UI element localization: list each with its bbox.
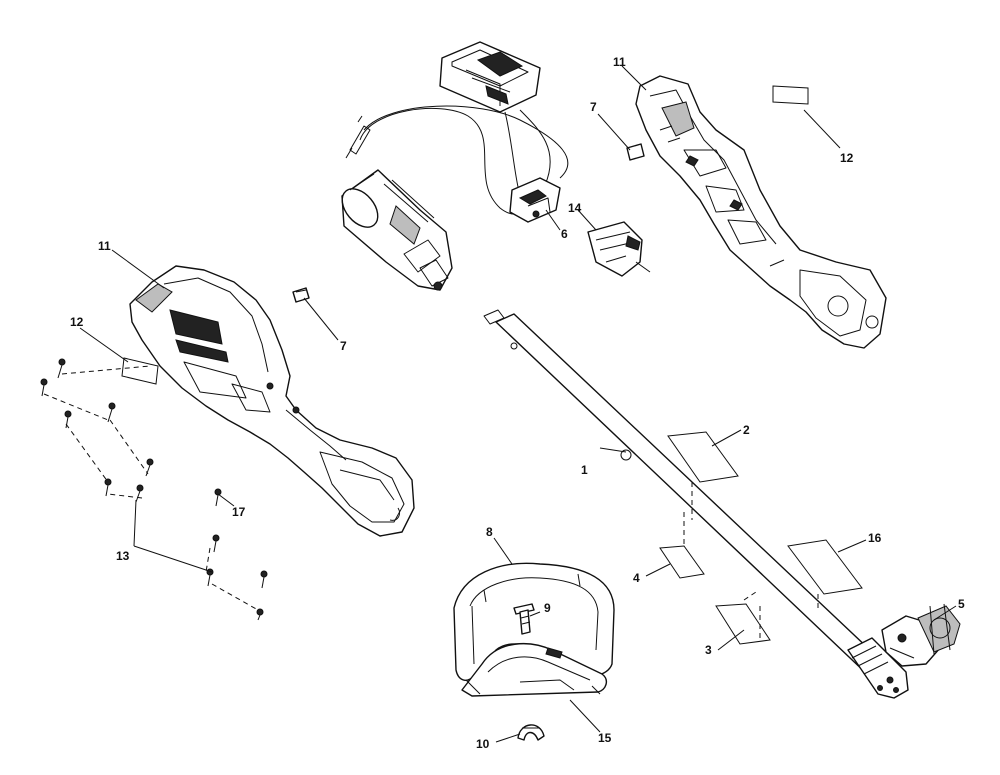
callout-12-right: 12 xyxy=(840,151,854,165)
callout-10: 10 xyxy=(476,737,490,751)
screw-6 xyxy=(104,478,112,497)
screw-7 xyxy=(135,484,144,503)
decal-2 xyxy=(667,431,739,483)
screw-4 xyxy=(64,410,72,429)
bolt xyxy=(513,603,535,635)
battery-terminal-plate xyxy=(439,41,541,113)
guard xyxy=(453,562,615,697)
screws xyxy=(40,358,268,621)
callout-6: 6 xyxy=(561,227,568,241)
decal-left xyxy=(121,357,159,385)
lock-button-middle xyxy=(292,287,310,303)
head-knob-assembly xyxy=(881,603,961,667)
callout-17: 17 xyxy=(232,505,246,519)
callout-12-left: 12 xyxy=(70,315,84,329)
callout-11-right: 11 xyxy=(613,55,626,69)
housing-half-left xyxy=(129,265,415,537)
screw-9 xyxy=(212,534,220,553)
screw-1 xyxy=(57,358,66,379)
callout-16: 16 xyxy=(868,531,882,545)
trigger-switch xyxy=(509,177,561,223)
leader-lines xyxy=(79,65,957,743)
decal-3 xyxy=(715,603,771,645)
housing-half-right xyxy=(635,75,887,349)
callout-2: 2 xyxy=(743,423,750,437)
callout-1: 1 xyxy=(581,463,588,477)
screw-2 xyxy=(40,378,48,397)
lock-button-top xyxy=(626,143,645,161)
callout-7-middle: 7 xyxy=(340,339,347,353)
callout-15: 15 xyxy=(598,731,612,745)
decal-top-right xyxy=(772,85,809,105)
callout-9: 9 xyxy=(544,601,551,615)
callout-8: 8 xyxy=(486,525,493,539)
screw-5 xyxy=(145,458,154,477)
decal-4 xyxy=(659,545,705,579)
callout-4: 4 xyxy=(633,571,640,585)
screw-3 xyxy=(107,402,116,423)
callout-14: 14 xyxy=(568,201,582,215)
decal-16 xyxy=(787,539,863,595)
switch-bracket xyxy=(587,221,651,277)
callout-5: 5 xyxy=(958,597,965,611)
screw-8 xyxy=(214,488,222,507)
callout-3: 3 xyxy=(705,643,712,657)
callout-13: 13 xyxy=(116,549,130,563)
shaft-tube xyxy=(483,309,909,699)
callout-labels: 1 2 3 4 5 6 7 7 8 9 10 11 11 12 12 13 14… xyxy=(70,55,965,751)
motor xyxy=(341,169,453,291)
callout-11-left: 11 xyxy=(98,239,111,253)
callout-7-top: 7 xyxy=(590,100,597,114)
screw-11 xyxy=(260,570,268,589)
screw-12 xyxy=(256,608,264,621)
line-clip xyxy=(517,724,545,741)
